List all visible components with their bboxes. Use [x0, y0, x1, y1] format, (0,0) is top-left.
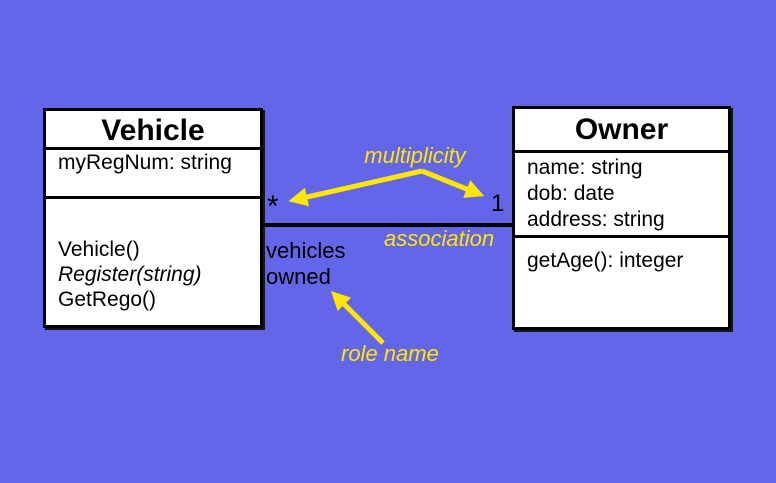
annotation-role-name-label: role name: [341, 341, 439, 366]
class-box-owner: Owner name: string dob: date address: st…: [512, 106, 731, 330]
class-methods-owner: getAge(): integer: [515, 238, 728, 274]
class-methods-vehicle: Vehicle() Register(string) GetRego(): [46, 199, 260, 312]
class-title-vehicle: Vehicle: [46, 111, 260, 150]
multiplicity-star-label: *: [267, 190, 279, 223]
class-title-owner: Owner: [515, 109, 728, 153]
multiplicity-arrow-right-icon: [421, 168, 485, 198]
class-attributes-vehicle: myRegNum: string: [46, 150, 260, 199]
multiplicity-one-label: 1: [491, 190, 505, 217]
attribute-row: dob: date: [527, 182, 615, 205]
method-row: Vehicle(): [58, 238, 140, 261]
attribute-row: address: string: [527, 208, 665, 231]
role-name-line1: vehicles: [266, 238, 346, 263]
attribute-row: myRegNum: string: [58, 151, 232, 174]
role-name-arrow-icon: [330, 290, 385, 345]
class-attributes-owner: name: string dob: date address: string: [515, 153, 728, 238]
attribute-row: name: string: [527, 156, 643, 179]
annotation-association-label: association: [384, 226, 495, 251]
role-name-line2: owned: [266, 264, 331, 289]
method-row: getAge(): integer: [527, 249, 684, 272]
multiplicity-arrow-left-icon: [288, 168, 423, 207]
role-name-text: vehicles owned: [266, 238, 345, 290]
annotation-multiplicity-label: multiplicity: [364, 143, 466, 168]
method-row: Register(string): [58, 263, 202, 286]
association-line: [263, 223, 512, 227]
class-box-vehicle: Vehicle myRegNum: string Vehicle() Regis…: [43, 108, 263, 328]
method-row: GetRego(): [58, 288, 157, 311]
